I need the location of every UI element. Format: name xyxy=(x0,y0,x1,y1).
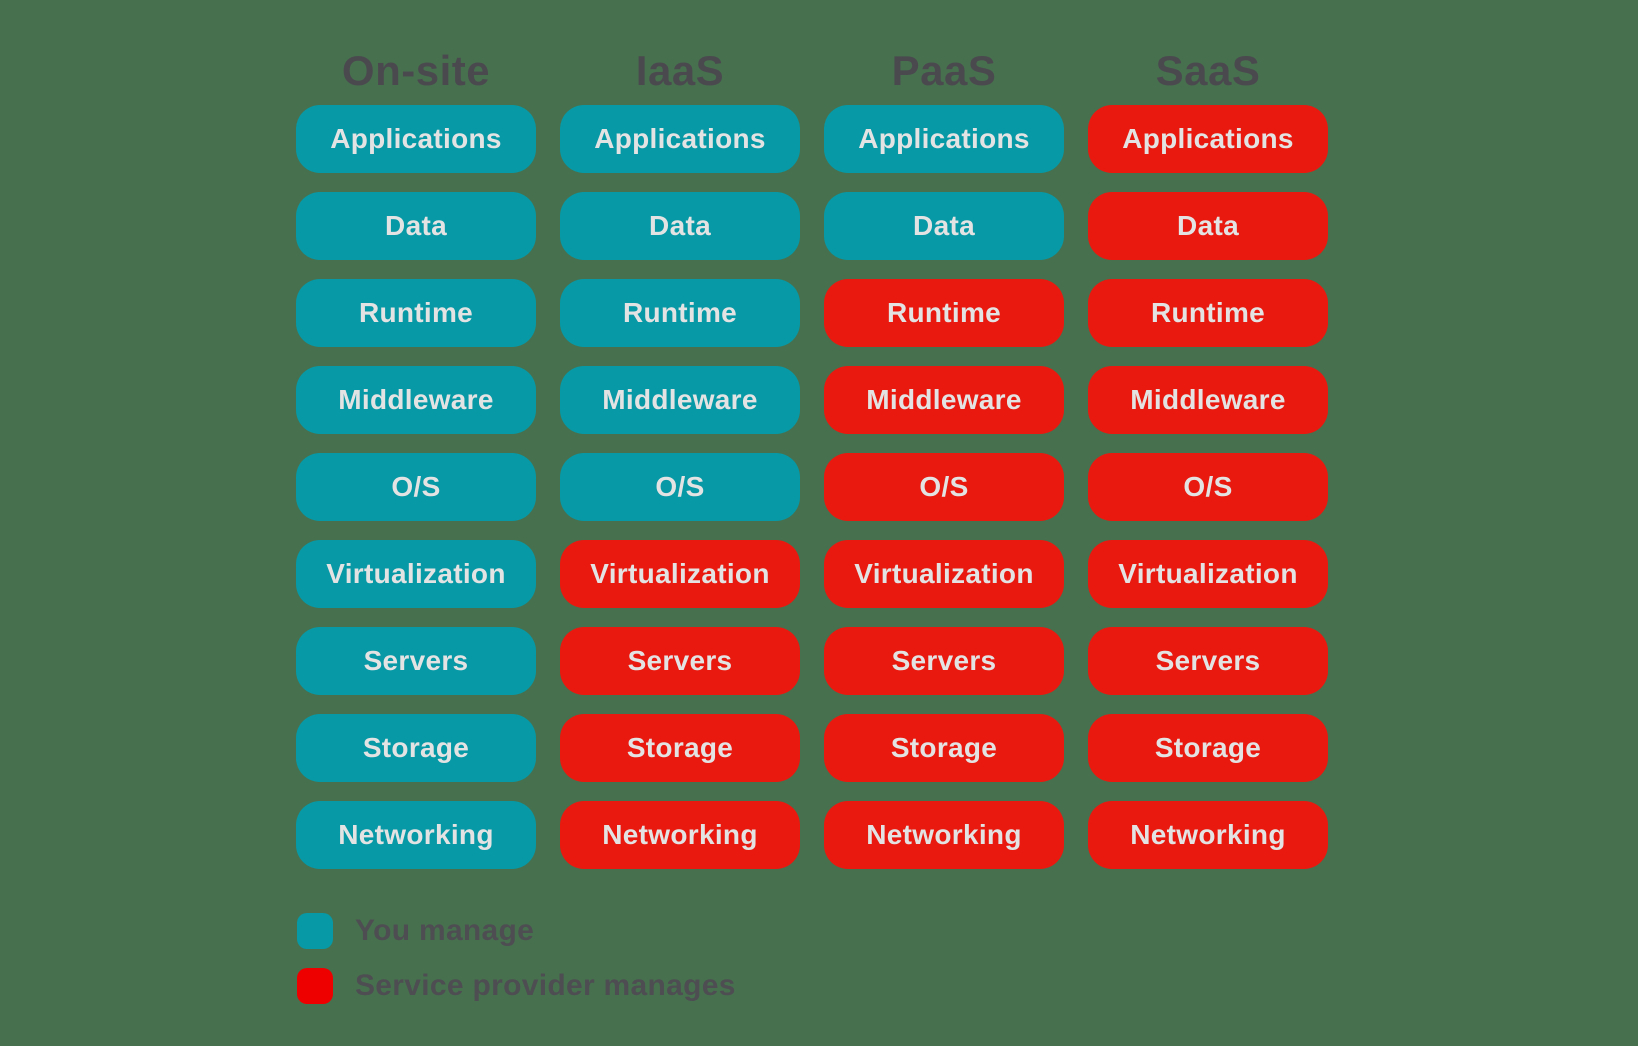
you-manage-swatch-icon xyxy=(297,913,333,949)
legend: You manage Service provider manages xyxy=(297,913,736,1004)
legend-item-you-manage: You manage xyxy=(297,913,736,949)
pill-paas-o-s: O/S xyxy=(824,453,1064,521)
pill-iaas-runtime: Runtime xyxy=(560,279,800,347)
pill-onsite-runtime: Runtime xyxy=(296,279,536,347)
pill-paas-storage: Storage xyxy=(824,714,1064,782)
legend-item-service-provider-manages: Service provider manages xyxy=(297,968,736,1004)
pill-paas-virtualization: Virtualization xyxy=(824,540,1064,608)
column-header-onsite: On-site xyxy=(341,46,491,94)
pill-paas-servers: Servers xyxy=(824,627,1064,695)
pill-saas-storage: Storage xyxy=(1088,714,1328,782)
pill-paas-runtime: Runtime xyxy=(824,279,1064,347)
pill-iaas-middleware: Middleware xyxy=(560,366,800,434)
pill-saas-virtualization: Virtualization xyxy=(1088,540,1328,608)
pill-saas-middleware: Middleware xyxy=(1088,366,1328,434)
column-header-iaas: IaaS xyxy=(635,46,725,94)
column-header-saas: SaaS xyxy=(1155,46,1261,94)
pill-iaas-virtualization: Virtualization xyxy=(560,540,800,608)
pill-iaas-networking: Networking xyxy=(560,801,800,869)
pill-onsite-applications: Applications xyxy=(296,105,536,173)
pill-paas-applications: Applications xyxy=(824,105,1064,173)
pill-onsite-middleware: Middleware xyxy=(296,366,536,434)
pill-iaas-servers: Servers xyxy=(560,627,800,695)
pill-iaas-applications: Applications xyxy=(560,105,800,173)
pill-iaas-o-s: O/S xyxy=(560,453,800,521)
pill-onsite-o-s: O/S xyxy=(296,453,536,521)
pill-saas-networking: Networking xyxy=(1088,801,1328,869)
pill-paas-networking: Networking xyxy=(824,801,1064,869)
pill-onsite-servers: Servers xyxy=(296,627,536,695)
pill-saas-applications: Applications xyxy=(1088,105,1328,173)
legend-label-service-provider-manages: Service provider manages xyxy=(355,969,736,1002)
pill-onsite-virtualization: Virtualization xyxy=(296,540,536,608)
pill-iaas-data: Data xyxy=(560,192,800,260)
pill-onsite-data: Data xyxy=(296,192,536,260)
pill-iaas-storage: Storage xyxy=(560,714,800,782)
pill-paas-data: Data xyxy=(824,192,1064,260)
pill-paas-middleware: Middleware xyxy=(824,366,1064,434)
legend-label-you-manage: You manage xyxy=(355,914,535,947)
pill-onsite-networking: Networking xyxy=(296,801,536,869)
column-header-paas: PaaS xyxy=(891,46,997,94)
pill-onsite-storage: Storage xyxy=(296,714,536,782)
pill-saas-o-s: O/S xyxy=(1088,453,1328,521)
pill-saas-data: Data xyxy=(1088,192,1328,260)
pill-saas-runtime: Runtime xyxy=(1088,279,1328,347)
service-provider-manages-swatch-icon xyxy=(297,968,333,1004)
pill-saas-servers: Servers xyxy=(1088,627,1328,695)
